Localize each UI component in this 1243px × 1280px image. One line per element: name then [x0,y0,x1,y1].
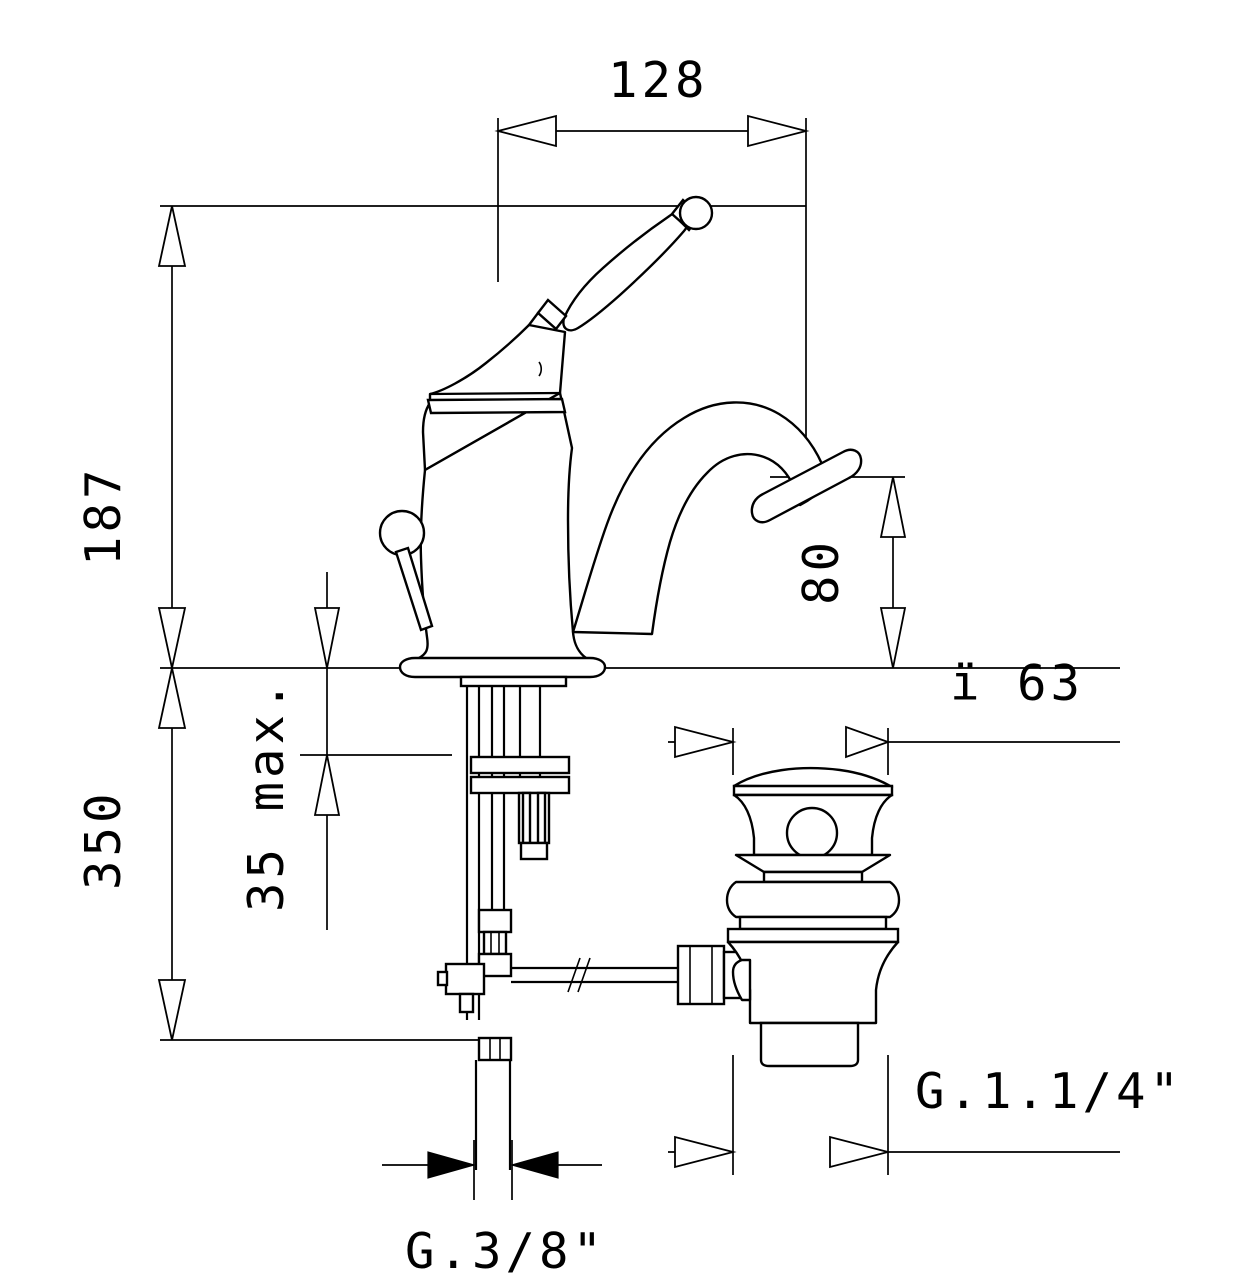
dim-label-187: 187 [75,465,132,566]
dim-label-35-max: 35 max. [238,677,295,912]
spout [571,401,863,636]
waste-nut [676,944,744,1006]
dim-label-350: 350 [75,789,132,890]
lever-handle [527,195,714,343]
lift-rod-knob [378,509,426,557]
linkage-coupling [436,908,513,1062]
supply-tail [474,1060,512,1170]
dim-label-128: 128 [608,52,709,109]
mounting-shank [465,686,571,1020]
dim-label-thread-g38: G.3/8" [405,1223,606,1280]
escutcheon-base [398,656,607,688]
dimension-labels: 128 187 350 80 35 max. ï 63 G.3/8" G.1.1… [75,52,1183,1280]
pop-up-waste [725,766,901,1068]
dim-label-diameter-63: ï 63 [950,655,1084,712]
dim-label-thread-g114: G.1.1/4" [915,1063,1183,1120]
cartridge-cap [421,323,567,472]
dimension-arrowheads [157,114,907,1179]
lift-rod [378,509,434,632]
overflow-port [785,806,839,860]
dim-label-80: 80 [793,538,850,605]
